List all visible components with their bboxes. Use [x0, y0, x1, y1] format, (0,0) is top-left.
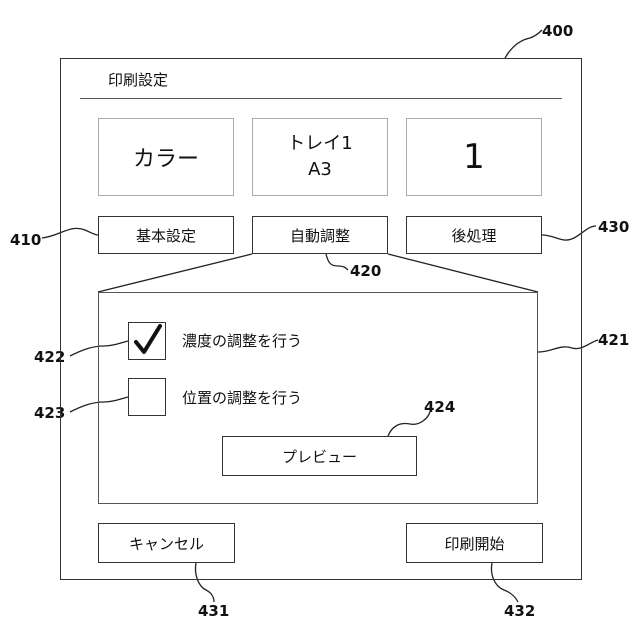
preview-button[interactable]: プレビュー: [222, 436, 417, 476]
cancel-button[interactable]: キャンセル: [98, 523, 235, 563]
paper-size-value: A3: [308, 157, 332, 183]
density-adjust-checkbox[interactable]: [128, 322, 166, 360]
ref-431: 431: [198, 602, 229, 620]
tray-paper-tile: トレイ1 A3: [252, 118, 388, 196]
color-mode-tile: カラー: [98, 118, 234, 196]
start-print-button-label: 印刷開始: [444, 533, 504, 554]
preview-button-label: プレビュー: [282, 446, 357, 467]
tray-value: トレイ1: [287, 131, 352, 157]
tab-basic-settings-label: 基本設定: [136, 225, 196, 246]
tab-auto-adjust-label: 自動調整: [290, 225, 350, 246]
color-mode-value: カラー: [133, 141, 199, 173]
tab-basic-settings[interactable]: 基本設定: [98, 216, 234, 254]
cancel-button-label: キャンセル: [129, 533, 204, 554]
tab-post-process-label: 後処理: [451, 225, 496, 246]
ref-421: 421: [598, 331, 629, 349]
density-adjust-label: 濃度の調整を行う: [182, 330, 302, 351]
ref-410: 410: [10, 231, 41, 249]
title-divider: [80, 98, 562, 99]
screen-title: 印刷設定: [108, 69, 168, 90]
tab-auto-adjust[interactable]: 自動調整: [252, 216, 388, 254]
tab-post-process[interactable]: 後処理: [406, 216, 542, 254]
position-adjust-checkbox[interactable]: [128, 378, 166, 416]
copies-value: 1: [463, 137, 485, 177]
ref-400: 400: [542, 22, 573, 40]
position-adjust-label: 位置の調整を行う: [182, 387, 302, 408]
checkmark-icon: [129, 323, 165, 359]
start-print-button[interactable]: 印刷開始: [406, 523, 543, 563]
leader-400: [505, 30, 542, 58]
ref-432: 432: [504, 602, 535, 620]
copies-tile: 1: [406, 118, 542, 196]
ref-430: 430: [598, 218, 629, 236]
